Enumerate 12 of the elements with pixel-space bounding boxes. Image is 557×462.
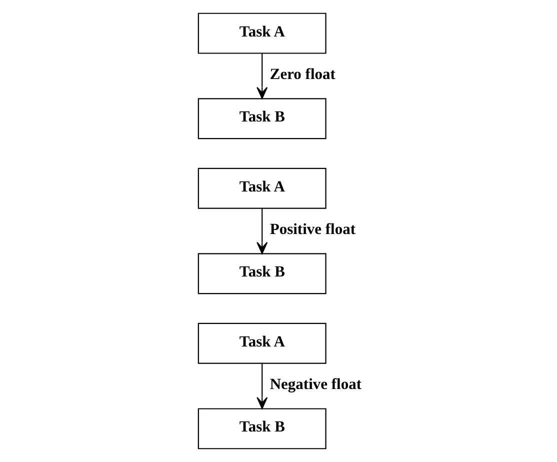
node-box: Task A — [197, 12, 326, 54]
arrow — [256, 363, 268, 410]
node-box: Task A — [197, 168, 326, 209]
edge-label: Positive float — [269, 220, 356, 238]
edge-label: Negative float — [269, 376, 362, 394]
arrow — [256, 208, 268, 254]
edge-label: Zero float — [269, 66, 335, 83]
node-box: Task A — [197, 322, 326, 364]
node-box: Task B — [197, 408, 326, 450]
node-box: Task B — [197, 253, 326, 294]
arrow — [256, 53, 268, 99]
node-box: Task B — [197, 98, 326, 140]
